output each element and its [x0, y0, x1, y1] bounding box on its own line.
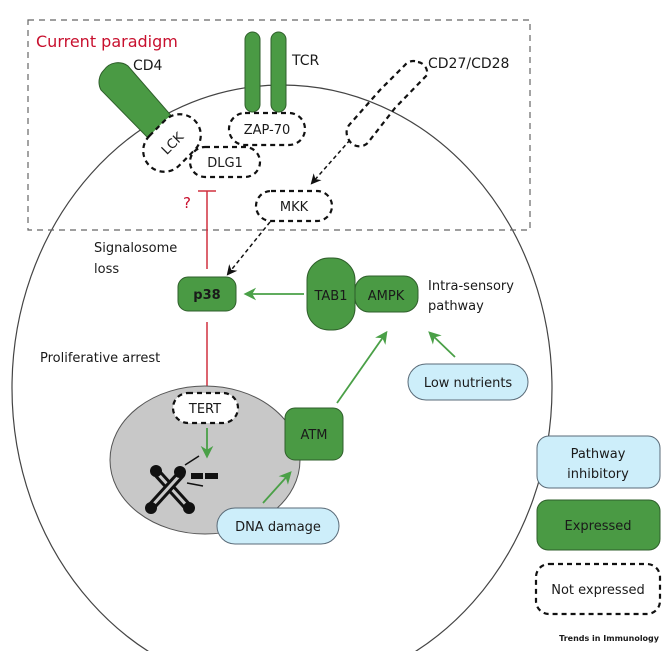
- legend-item-pathway-inhibitory: Pathway inhibitory: [536, 435, 661, 489]
- journal-credit: Trends in Immunology: [559, 634, 660, 643]
- signalosome-loss-label-1: Signalosome: [94, 241, 177, 256]
- chromosome-icon: [145, 455, 218, 514]
- zap70-outline: [227, 111, 307, 147]
- current-paradigm-title: Current paradigm: [36, 32, 178, 51]
- cd27-cd28-outline: [345, 59, 429, 148]
- dlg1-label: DLG1: [207, 156, 243, 171]
- mkk-outline: [254, 189, 334, 223]
- signalosome-inhibition: ?: [183, 190, 216, 269]
- dna-damage-label: DNA damage: [235, 520, 321, 535]
- p38-node: p38: [177, 276, 237, 312]
- low-nutrients-node: Low nutrients: [407, 363, 529, 401]
- ampk-label: AMPK: [368, 289, 405, 304]
- tcr-receptor: TCR: [244, 31, 320, 113]
- mkk-node: MKK: [254, 189, 334, 223]
- cd4-label: CD4: [133, 58, 163, 74]
- tert-label: TERT: [188, 402, 221, 417]
- tab1-label: TAB1: [313, 289, 347, 304]
- signalosome-loss-label-2: loss: [94, 262, 119, 277]
- low-nutrients-label: Low nutrients: [424, 376, 513, 391]
- legend-label: Expressed: [564, 519, 631, 534]
- lck-node: LCK: [142, 113, 202, 173]
- tcr-label: TCR: [291, 53, 320, 69]
- intra-sensory-label-2: pathway: [428, 299, 484, 314]
- atm-node: ATM: [284, 407, 344, 461]
- legend: Pathway inhibitory Expressed Not express…: [534, 435, 662, 616]
- low-nutrients-box: [407, 363, 529, 401]
- atm-to-ampk-arrow: [336, 330, 388, 404]
- question-mark: ?: [183, 194, 191, 212]
- proliferative-arrest-label: Proliferative arrest: [40, 351, 160, 366]
- tert-node: TERT: [171, 391, 240, 425]
- p38-box: [177, 276, 237, 312]
- legend-label: Pathway: [571, 447, 626, 462]
- tcr-chain-beta: [270, 31, 287, 113]
- zap70-label: ZAP-70: [244, 123, 291, 138]
- cd27-cd28-label: CD27/CD28: [428, 56, 509, 72]
- atm-box: [284, 407, 344, 461]
- tcr-chain-alpha: [244, 31, 261, 113]
- ampk-box: [354, 275, 419, 313]
- current-paradigm-frame-border: [27, 19, 531, 231]
- low-nutrients-to-ampk-arrow: [428, 331, 456, 358]
- intra-sensory-label-1: Intra-sensory: [428, 279, 514, 294]
- zap70-node: ZAP-70: [227, 111, 307, 147]
- dna-damage-node: DNA damage: [216, 507, 340, 545]
- tab1-node: TAB1: [306, 257, 356, 331]
- legend-label: Not expressed: [551, 583, 644, 598]
- legend-item-not-expressed: Not expressed: [534, 562, 662, 616]
- cd27-cd28-receptor: CD27/CD28: [345, 56, 509, 148]
- dlg1-outline: [188, 145, 262, 179]
- tert-outline: [171, 391, 240, 425]
- dna-damage-to-atm-arrow: [262, 471, 292, 504]
- dna-damage-box: [216, 507, 340, 545]
- cd27-to-mkk-arrow: [310, 139, 351, 185]
- ampk-node: AMPK: [354, 275, 419, 313]
- lck-outline: [142, 113, 202, 173]
- legend-label: inhibitory: [567, 467, 629, 482]
- legend-item-expressed: Expressed: [536, 499, 661, 551]
- p38-label: p38: [193, 288, 220, 303]
- cd4-receptor: CD4: [98, 58, 176, 141]
- atm-label: ATM: [300, 428, 327, 443]
- mkk-label: MKK: [280, 200, 309, 215]
- dlg1-node: DLG1: [188, 145, 262, 179]
